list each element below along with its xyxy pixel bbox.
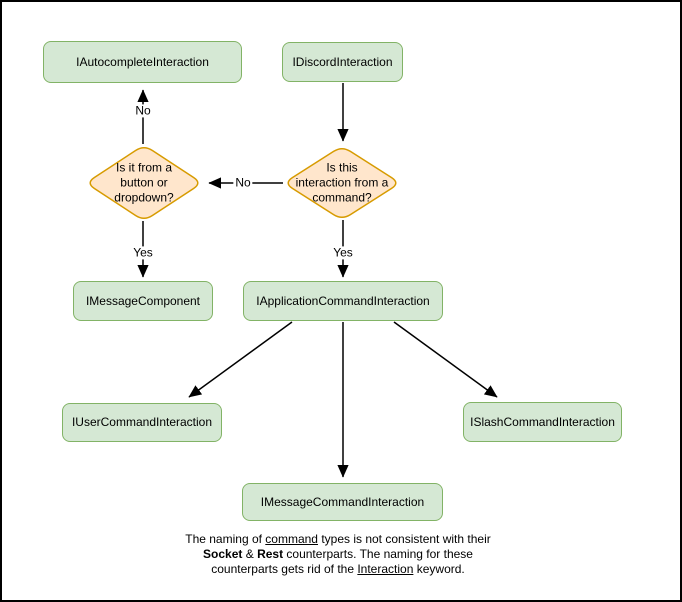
node-message-component: IMessageComponent: [73, 281, 213, 321]
note-line-1: The naming of command types is not consi…: [185, 532, 491, 546]
edge-label-no-top: No: [133, 103, 153, 118]
node-slash-command-interaction: ISlashCommandInteraction: [463, 402, 622, 442]
decision-button-dropdown-shape: [89, 147, 199, 219]
decision-from-command-label: Is this interaction from a command?: [295, 160, 389, 205]
node-application-command-interaction: IApplicationCommandInteraction: [243, 281, 443, 321]
note-line-2: Socket & Rest counterparts. The naming f…: [203, 547, 473, 561]
node-message-command-interaction: IMessageCommandInteraction: [242, 483, 443, 521]
decision-from-command-shape: [287, 147, 397, 219]
note: The naming of command types is not consi…: [168, 532, 508, 577]
edge-to-user-command: [188, 321, 293, 398]
decision-button-dropdown-label: Is it from a button or dropdown?: [114, 160, 174, 205]
edge-label-no-middle: No: [233, 175, 253, 190]
node-user-command-interaction: IUserCommandInteraction: [62, 403, 222, 442]
edge-label-yes-left: Yes: [131, 245, 155, 260]
note-line-3: counterparts gets rid of the Interaction…: [211, 562, 465, 576]
edge-label-yes-right: Yes: [331, 245, 355, 260]
node-discord-interaction: IDiscordInteraction: [282, 42, 403, 82]
edge-to-slash-command: [393, 321, 498, 398]
node-autocomplete-interaction: IAutocompleteInteraction: [43, 41, 242, 83]
